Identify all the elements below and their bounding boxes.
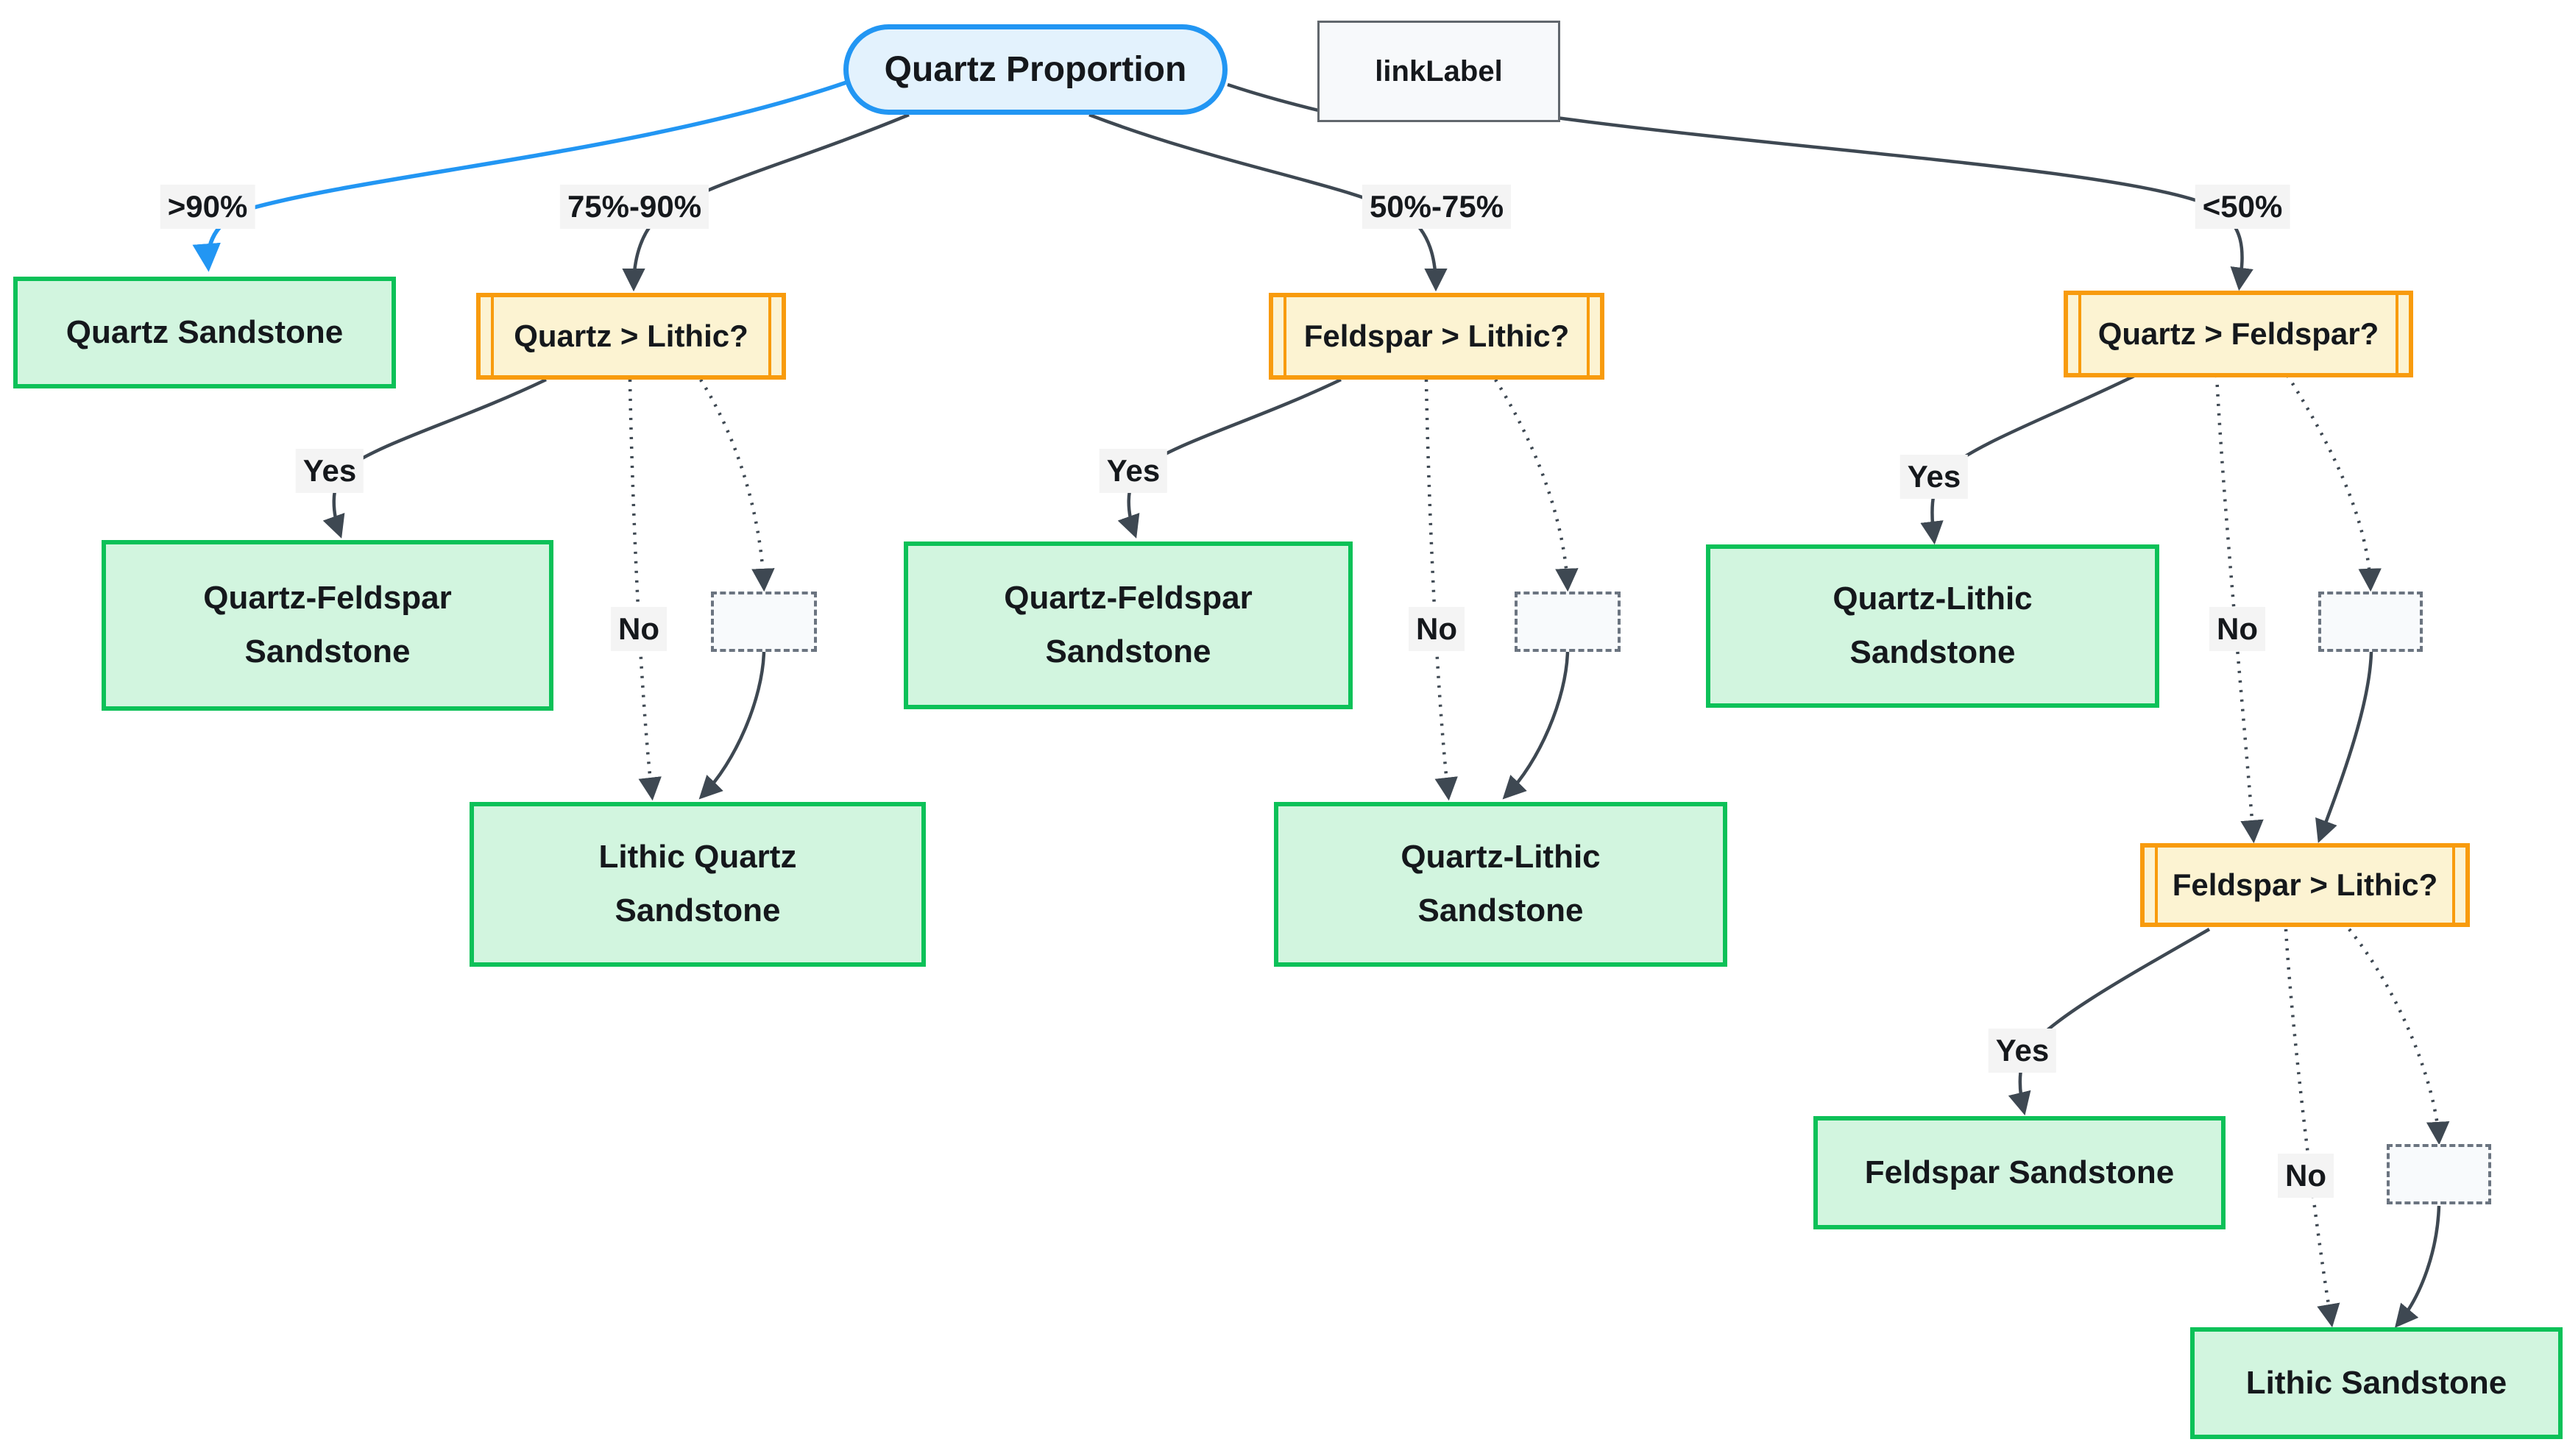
- edge-placeholder-left-out: [698, 651, 766, 800]
- edge-label-no-right-1: No: [2209, 607, 2265, 651]
- outcome-quartz-feldspar-sandstone-mid: Quartz-Feldspar Sandstone: [904, 541, 1353, 709]
- outcome-quartz-sandstone-label: Quartz Sandstone: [65, 313, 344, 350]
- placeholder-right-2: [2387, 1144, 2491, 1204]
- edge-to-placeholder-left: [699, 378, 775, 592]
- outcome-quartz-feldspar-sandstone-left-label: Quartz-Feldspar Sandstone: [203, 580, 452, 670]
- edge-no-mid: [1424, 379, 1458, 801]
- outcome-lithic-sandstone-label: Lithic Sandstone: [2245, 1364, 2507, 1401]
- edge-placeholder-right-1-out: [2315, 651, 2373, 843]
- decision-feldspar-gt-lithic-right-label: Feldspar > Lithic?: [2172, 867, 2438, 902]
- outcome-quartz-feldspar-sandstone-left: Quartz-Feldspar Sandstone: [102, 540, 553, 711]
- edge-placeholder-mid-out: [1502, 651, 1570, 800]
- decision-quartz-gt-lithic-label: Quartz > Lithic?: [514, 319, 748, 353]
- edge-yes-right-2: [2008, 928, 2211, 1116]
- edge-label-75-90: 75%-90%: [559, 185, 709, 229]
- node-link-label-text: linkLabel: [1375, 54, 1503, 88]
- edge-label-no-mid: No: [1409, 607, 1465, 651]
- node-link-label: linkLabel: [1317, 21, 1560, 122]
- decision-feldspar-gt-lithic-mid: Feldspar > Lithic?: [1269, 293, 1604, 380]
- outcome-quartz-lithic-sandstone-right-label: Quartz-Lithic Sandstone: [1833, 580, 2033, 670]
- subroutine-line-right: [1587, 297, 1590, 375]
- subroutine-line-right: [768, 297, 771, 375]
- subroutine-line-left: [491, 297, 494, 375]
- decision-quartz-gt-feldspar: Quartz > Feldspar?: [2064, 291, 2413, 377]
- edge-50-75: [1088, 113, 1448, 292]
- outcome-quartz-lithic-sandstone-mid: Quartz-Lithic Sandstone: [1274, 802, 1727, 967]
- decision-quartz-gt-feldspar-label: Quartz > Feldspar?: [2097, 316, 2379, 351]
- edge-label-no-right-2: No: [2278, 1154, 2334, 1198]
- outcome-quartz-lithic-sandstone-mid-label: Quartz-Lithic Sandstone: [1401, 839, 1601, 928]
- edge-label-50-75: 50%-75%: [1362, 185, 1512, 229]
- placeholder-right-1: [2318, 592, 2423, 652]
- edge-to-placeholder-right-2: [2348, 928, 2450, 1146]
- edge-to-placeholder-mid: [1494, 378, 1579, 592]
- edge-no-right-2: [2284, 928, 2340, 1328]
- edge-label-lt50: <50%: [2195, 185, 2290, 229]
- edge-label-yes-mid: Yes: [1099, 449, 1168, 493]
- outcome-quartz-lithic-sandstone-right: Quartz-Lithic Sandstone: [1706, 544, 2159, 708]
- outcome-feldspar-sandstone: Feldspar Sandstone: [1813, 1116, 2226, 1229]
- edge-lt50: [1556, 116, 2253, 291]
- edge-label-yes-right-2: Yes: [1988, 1029, 2057, 1073]
- decision-quartz-gt-lithic: Quartz > Lithic?: [476, 293, 786, 380]
- placeholder-mid: [1515, 592, 1621, 652]
- edge-placeholder-right-2-out: [2394, 1205, 2441, 1328]
- outcome-lithic-sandstone: Lithic Sandstone: [2190, 1327, 2563, 1439]
- outcome-feldspar-sandstone-label: Feldspar Sandstone: [1864, 1154, 2175, 1190]
- decision-feldspar-gt-lithic-right: Feldspar > Lithic?: [2140, 843, 2470, 927]
- edge-label-yes-left: Yes: [295, 449, 364, 493]
- edge-label-no-left: No: [611, 607, 667, 651]
- edge-label-yes-right-1: Yes: [1899, 455, 1969, 499]
- outcome-lithic-quartz-sandstone-label: Lithic Quartz Sandstone: [598, 839, 797, 928]
- subroutine-line-left: [2078, 295, 2081, 373]
- subroutine-line-right: [2396, 295, 2398, 373]
- outcome-quartz-feldspar-sandstone-mid-label: Quartz-Feldspar Sandstone: [1004, 580, 1253, 670]
- placeholder-left: [711, 592, 817, 652]
- edge-yes-left: [322, 377, 547, 539]
- subroutine-line-right: [2452, 848, 2455, 923]
- node-quartz-proportion: Quartz Proportion: [843, 24, 1228, 115]
- edge-root-to-linklabel: [1227, 82, 1325, 114]
- outcome-quartz-sandstone: Quartz Sandstone: [13, 277, 396, 388]
- subroutine-line-left: [2155, 848, 2158, 923]
- decision-feldspar-gt-lithic-mid-label: Feldspar > Lithic?: [1303, 319, 1570, 353]
- edge-label-gt90: >90%: [160, 185, 255, 229]
- node-quartz-proportion-label: Quartz Proportion: [884, 50, 1187, 89]
- edge-no-left: [628, 379, 662, 801]
- edge-to-placeholder-right-1: [2286, 374, 2382, 592]
- outcome-lithic-quartz-sandstone: Lithic Quartz Sandstone: [470, 802, 926, 967]
- subroutine-line-left: [1284, 297, 1286, 375]
